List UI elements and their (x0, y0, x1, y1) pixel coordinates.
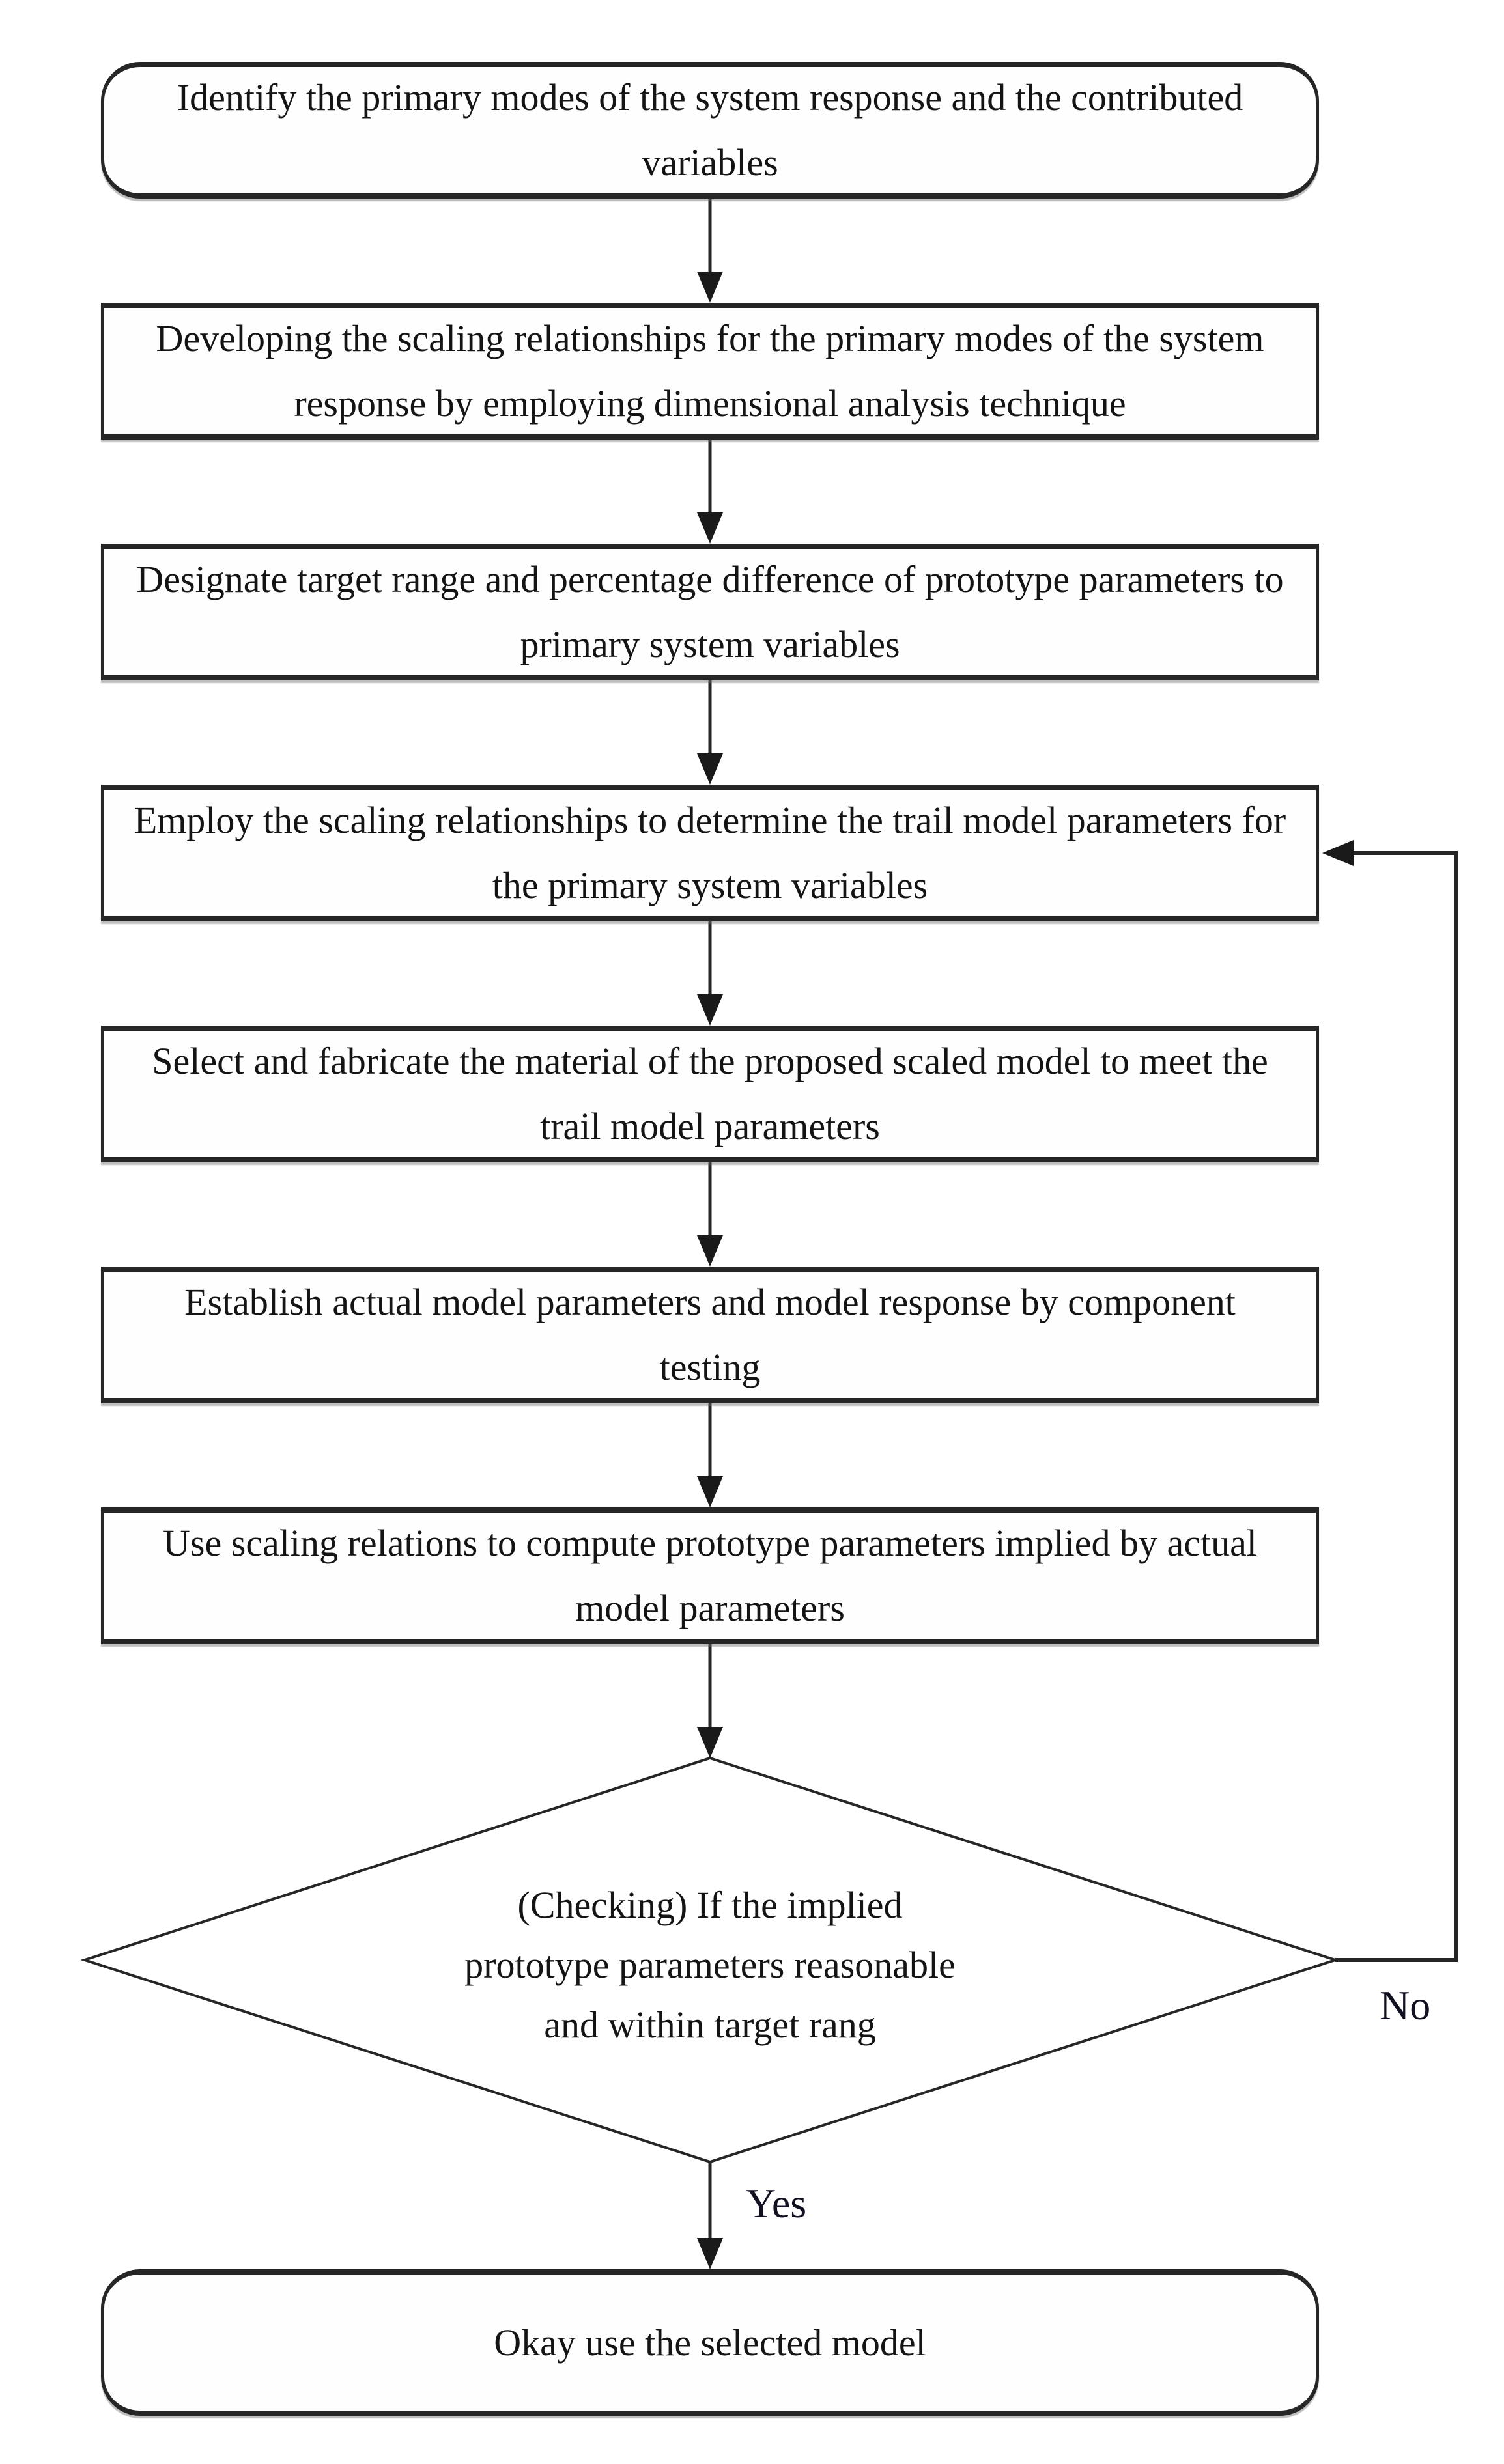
node-end-text: Okay use the selected model (494, 2321, 926, 2364)
node-process-6: Use scaling relations to compute prototy… (101, 1507, 1319, 1644)
label-no: No (1380, 1982, 1431, 2028)
arrowhead-into-p6 (697, 1476, 723, 1507)
node-process-3: Employ the scaling relationships to dete… (101, 785, 1319, 921)
arrowhead-into-end (697, 2238, 723, 2269)
arrowhead-into-decision (697, 1727, 723, 1758)
decision-line-2: prototype parameters reasonable (464, 1944, 956, 1986)
node-process-2: Designate target range and percentage di… (101, 544, 1319, 680)
node-process-2-text: Designate target range and percentage di… (136, 558, 1284, 665)
node-start-text: Identify the primary modes of the system… (177, 76, 1243, 184)
arrowhead-feedback-into-p3 (1322, 840, 1354, 866)
arrowhead-into-p5 (697, 1235, 723, 1267)
arrowhead-into-p1 (697, 272, 723, 303)
node-process-1: Developing the scaling relationships for… (101, 303, 1319, 440)
node-decision-text: (Checking) If the implied prototype para… (368, 1875, 1052, 2055)
node-process-4-text: Select and fabricate the material of the… (152, 1040, 1268, 1147)
connector-no-feedback (1335, 851, 1458, 1962)
node-end: Okay use the selected model (101, 2269, 1319, 2416)
arrowhead-into-p2 (697, 512, 723, 544)
node-start: Identify the primary modes of the system… (101, 62, 1319, 199)
node-process-6-text: Use scaling relations to compute prototy… (163, 1522, 1257, 1629)
node-process-1-text: Developing the scaling relationships for… (156, 317, 1264, 425)
node-process-5-text: Establish actual model parameters and mo… (184, 1281, 1236, 1388)
arrowhead-into-p4 (697, 994, 723, 1026)
decision-line-1: (Checking) If the implied (517, 1884, 903, 1926)
decision-line-3: and within target rang (544, 2004, 876, 2046)
arrowhead-into-p3 (697, 753, 723, 785)
node-process-4: Select and fabricate the material of the… (101, 1026, 1319, 1162)
node-process-3-text: Employ the scaling relationships to dete… (134, 799, 1286, 906)
label-yes: Yes (746, 2180, 807, 2226)
node-process-5: Establish actual model parameters and mo… (101, 1267, 1319, 1403)
decision-diamond-shape (80, 1756, 1340, 2164)
